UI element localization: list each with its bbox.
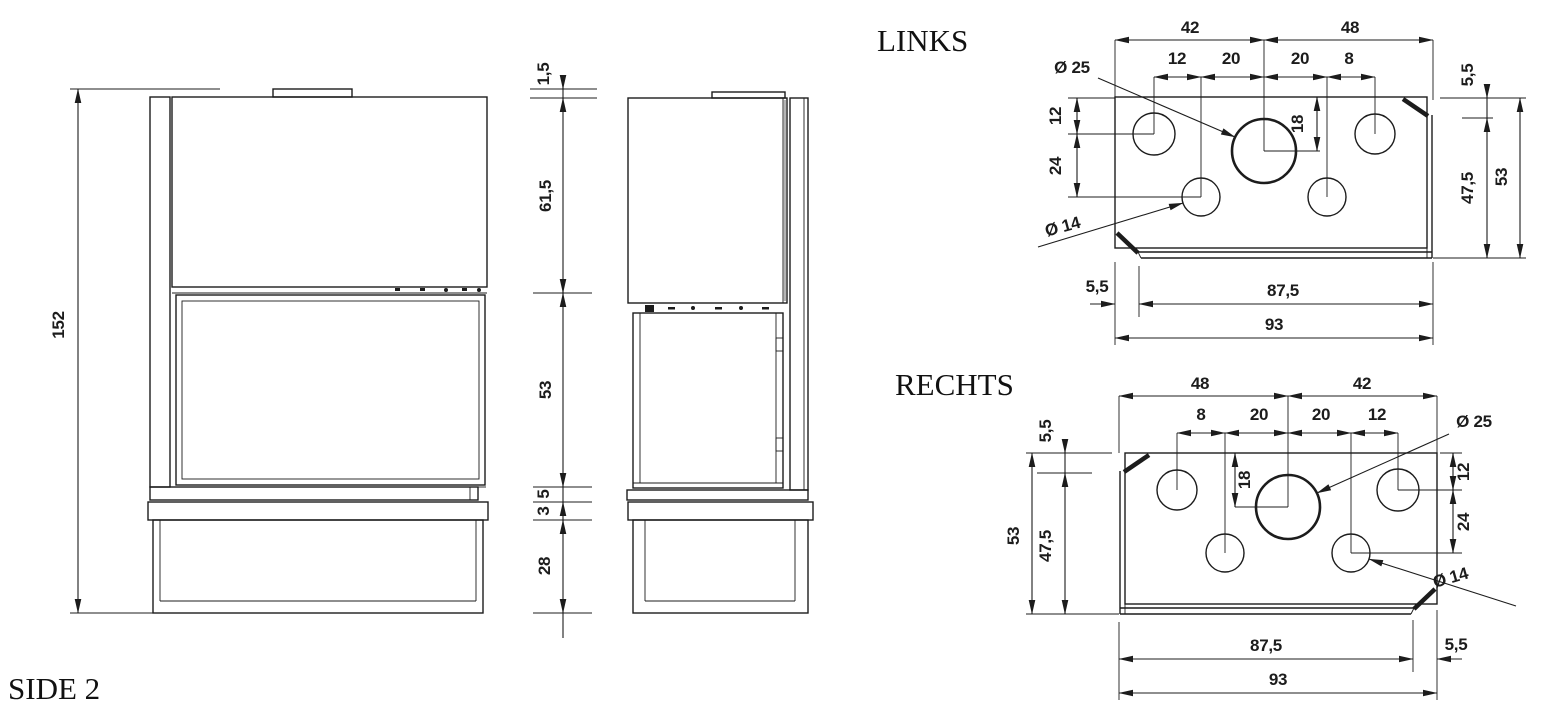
dim-label-42: 42 bbox=[1181, 18, 1199, 37]
front-upper-box bbox=[171, 96, 488, 288]
leader-line bbox=[1097, 77, 1236, 138]
front-plinth-top-band bbox=[147, 501, 489, 521]
side-gap-band bbox=[626, 489, 809, 501]
leader-line bbox=[1368, 558, 1517, 607]
dim-label-8: 8 bbox=[1196, 405, 1205, 424]
vent-mark bbox=[691, 306, 695, 310]
dim-label-5-5: 5,5 bbox=[1458, 64, 1477, 87]
dim-label-152: 152 bbox=[49, 311, 68, 338]
links-title: LINKS bbox=[877, 23, 968, 58]
dim-label-48: 48 bbox=[1341, 18, 1359, 37]
side-base-box bbox=[632, 519, 809, 614]
dim-label-8: 8 bbox=[1344, 49, 1353, 68]
dim-label-24: 24 bbox=[1454, 512, 1473, 531]
dim-label-42: 42 bbox=[1353, 374, 1371, 393]
dim-label-53: 53 bbox=[1492, 168, 1511, 186]
leader-line bbox=[1316, 433, 1450, 494]
front-gap-band bbox=[149, 486, 479, 501]
dim-label-20: 20 bbox=[1291, 49, 1309, 68]
dim-label-24: 24 bbox=[1046, 156, 1065, 175]
front-top-tab bbox=[272, 88, 353, 98]
dim-label-1-5: 1,5 bbox=[534, 63, 553, 86]
dim-label-61-5: 61,5 bbox=[536, 180, 555, 212]
vent-mark bbox=[462, 288, 467, 291]
hinge-mark bbox=[775, 337, 784, 352]
dim-label-53: 53 bbox=[1004, 527, 1023, 545]
dim-label-93: 93 bbox=[1269, 670, 1287, 689]
side-rear-panel bbox=[789, 97, 809, 491]
front-rear-strip bbox=[149, 96, 171, 488]
dim-label-18: 18 bbox=[1288, 115, 1307, 133]
vent-mark bbox=[645, 305, 654, 312]
dim-label-93: 93 bbox=[1265, 315, 1283, 334]
front-firebox-outer bbox=[175, 294, 486, 486]
vent-mark bbox=[395, 288, 400, 291]
dim-label-12: 12 bbox=[1454, 463, 1473, 481]
rechts-plate bbox=[1124, 452, 1438, 605]
label-hole-big: Ø 25 bbox=[1456, 412, 1492, 431]
dim-label-5-5: 5,5 bbox=[1036, 420, 1055, 443]
label-hole-big: Ø 25 bbox=[1054, 58, 1090, 77]
front-right-dimensions: 1,5 61,5 53 5 3 28 bbox=[530, 63, 597, 638]
dimension-total-height: 152 bbox=[49, 88, 235, 614]
dim-label-5-5: 5,5 bbox=[1086, 277, 1109, 296]
side-firebox bbox=[632, 312, 784, 489]
dim-label-12: 12 bbox=[1368, 405, 1386, 424]
vent-mark bbox=[739, 306, 743, 310]
hinge-mark bbox=[775, 437, 784, 452]
side2-caption: SIDE 2 bbox=[8, 671, 100, 706]
dim-label-5: 5 bbox=[534, 489, 553, 498]
rechts-title: RECHTS bbox=[895, 367, 1014, 402]
dim-label-18: 18 bbox=[1235, 471, 1254, 489]
dim-label-12: 12 bbox=[1168, 49, 1186, 68]
corner-chamfer bbox=[1412, 587, 1437, 611]
side-upper-box bbox=[627, 97, 788, 304]
label-hole-small: Ø 14 bbox=[1043, 213, 1083, 241]
dim-label-28: 28 bbox=[535, 557, 554, 575]
links-panel: LINKS 42 48 1 bbox=[877, 18, 1526, 345]
dim-label-48: 48 bbox=[1191, 374, 1209, 393]
dim-label-47-5: 47,5 bbox=[1458, 172, 1477, 204]
dim-label-87-5: 87,5 bbox=[1267, 281, 1299, 300]
corner-chamfer bbox=[1401, 97, 1430, 118]
vent-mark bbox=[668, 307, 675, 310]
dim-label-20: 20 bbox=[1250, 405, 1268, 424]
side-plinth-top-band bbox=[627, 501, 814, 521]
vent-mark bbox=[762, 307, 769, 310]
links-plate bbox=[1114, 96, 1428, 249]
corner-chamfer bbox=[1115, 231, 1140, 255]
front-base-box bbox=[152, 519, 484, 614]
dim-label-87-5: 87,5 bbox=[1250, 636, 1282, 655]
vent-mark bbox=[420, 288, 425, 291]
vent-mark bbox=[715, 307, 722, 310]
side-top-tab bbox=[711, 91, 786, 99]
front-firebox-glass bbox=[181, 300, 480, 480]
rechts-panel: RECHTS 48 42 bbox=[895, 367, 1517, 700]
vent-mark bbox=[444, 288, 448, 292]
side-view bbox=[626, 91, 814, 614]
dim-label-53: 53 bbox=[536, 381, 555, 399]
corner-chamfer bbox=[1122, 453, 1151, 474]
dim-label-20: 20 bbox=[1312, 405, 1330, 424]
dim-label-3: 3 bbox=[534, 506, 553, 515]
dim-label-12: 12 bbox=[1046, 107, 1065, 125]
dim-label-20: 20 bbox=[1222, 49, 1240, 68]
dim-label-47-5: 47,5 bbox=[1036, 530, 1055, 562]
dim-label-5-5: 5,5 bbox=[1445, 635, 1468, 654]
front-view bbox=[147, 88, 489, 614]
leader-line bbox=[1037, 202, 1184, 248]
vent-mark bbox=[477, 288, 481, 292]
